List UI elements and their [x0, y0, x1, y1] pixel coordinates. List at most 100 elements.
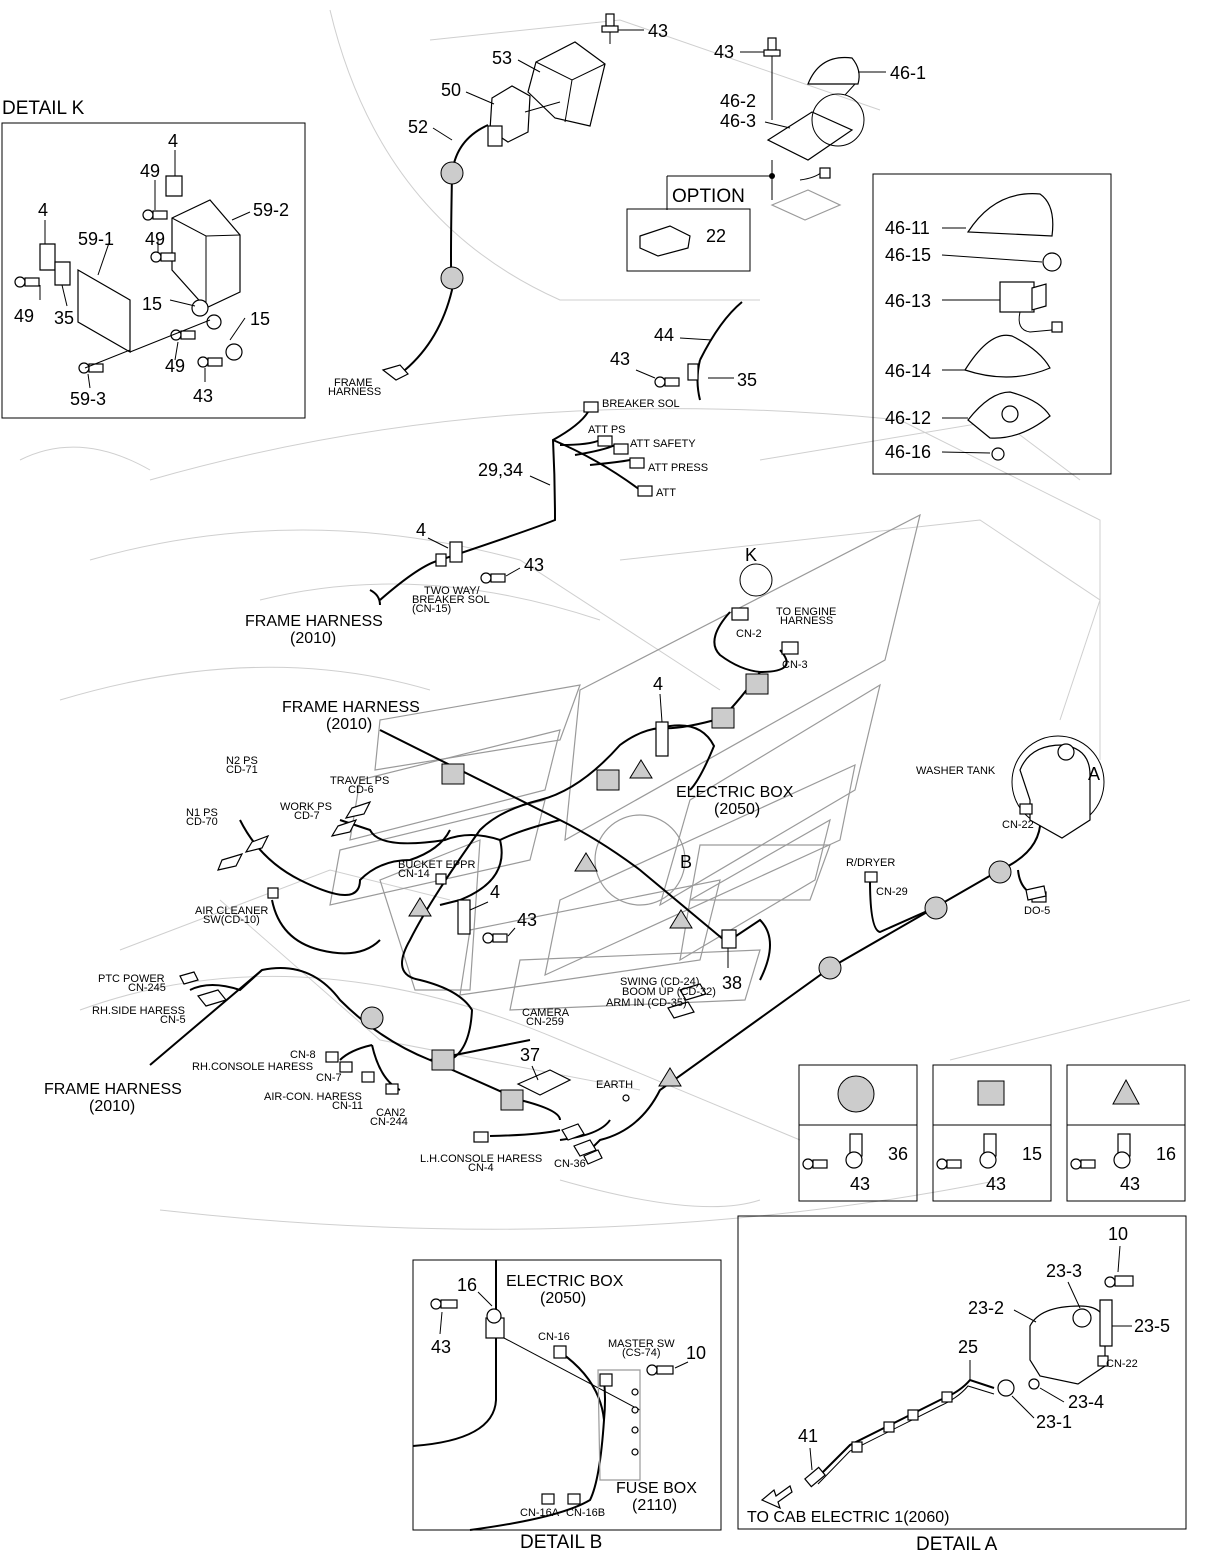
label-23-5: 23-5: [1134, 1316, 1170, 1336]
breaker-sol-label: BREAKER SOL: [602, 398, 680, 410]
beacon-assembly: 43 46-1 46-2 46-3 OPTION 22: [626, 37, 926, 272]
can2-label: CAN2: [376, 1107, 405, 1119]
frame-harness-code-1: (2010): [290, 630, 336, 647]
label-15-k-b: 15: [250, 309, 270, 329]
label-59-3: 59-3: [70, 389, 106, 409]
machine-outline-background: [19, 9, 1191, 1230]
label-43-eppr: 43: [517, 910, 537, 930]
att-safety-label: ATT SAFETY: [630, 438, 696, 450]
cd71-label: CD-71: [226, 764, 258, 776]
legend-43-a: 43: [850, 1174, 870, 1194]
n2-ps-label: N2 PS: [226, 755, 258, 767]
bucket-eppr-label: BUCKET EPPR: [398, 859, 475, 871]
gasket-46-14: [964, 334, 1051, 378]
camera-label: CAMERA: [522, 1007, 570, 1019]
label-23-1: 23-1: [1036, 1412, 1072, 1432]
label-43-att-2: 43: [524, 555, 544, 575]
square-marker-icon: [977, 1080, 1005, 1106]
cn7-console-label: CN-7: [316, 1072, 342, 1084]
aircon-label: AIR-CON. HARESS: [264, 1091, 362, 1103]
label-46-16: 46-16: [885, 442, 931, 462]
detail-b-electric-box-code: (2050): [540, 1290, 586, 1307]
label-43-top-bolt: 43: [648, 21, 668, 41]
cd70-label: CD-70: [186, 816, 218, 828]
cn8-label: CN-8: [290, 1049, 316, 1061]
label-46-15: 46-15: [885, 245, 931, 265]
label-43-att: 43: [610, 349, 630, 369]
label-23-4: 23-4: [1068, 1392, 1104, 1412]
legend-15: 15: [1022, 1144, 1042, 1164]
label-4-eppr: 4: [490, 882, 500, 902]
label-59-1: 59-1: [78, 229, 114, 249]
label-4-att: 4: [416, 520, 426, 540]
label-15-k-a: 15: [142, 294, 162, 314]
label-46-13: 46-13: [885, 291, 931, 311]
legend-16: 16: [1156, 1144, 1176, 1164]
beacon-cover-46-1: [807, 56, 860, 85]
cn16a-label: CN-16A: [520, 1507, 560, 1519]
callout-b: B: [680, 852, 692, 872]
label-41: 41: [798, 1426, 818, 1446]
label-49-k-c: 49: [14, 306, 34, 326]
detail-a-panel: 10 23-3 23-2 23-5 CN-22 23-4 23-1 25 41 …: [737, 1215, 1187, 1555]
two-way-cn15-label: (CN-15): [412, 603, 451, 615]
label-4-k-left: 4: [38, 200, 48, 220]
att-ps-label: ATT PS: [588, 424, 626, 436]
air-cleaner-label: AIR CLEANER: [195, 905, 268, 917]
plate-59-1: [77, 268, 131, 354]
triangle-marker-icon: [1112, 1078, 1140, 1105]
electric-box-code: (2050): [714, 801, 760, 818]
label-10-detail-b: 10: [686, 1343, 706, 1363]
label-49-k-b: 49: [145, 229, 165, 249]
cn22-label: CN-22: [1002, 819, 1034, 831]
label-46-1: 46-1: [890, 63, 926, 83]
cn16-label: CN-16: [538, 1331, 570, 1343]
label-52: 52: [408, 117, 428, 137]
washer-tank-23-2: [1029, 1305, 1106, 1385]
legend-43-b: 43: [986, 1174, 1006, 1194]
cn16b-label: CN-16B: [566, 1507, 605, 1519]
cn11-label: CN-11: [332, 1100, 363, 1112]
option-label: OPTION: [672, 186, 745, 207]
frame-harness-connector-top: [381, 364, 409, 381]
camera-lamp-assembly: 43 53 50 52 FRAME HARNESS: [328, 13, 668, 398]
two-way-breaker-label: BREAKER SOL: [412, 594, 490, 606]
cn29-label: CN-29: [876, 886, 908, 898]
detail-k-panel: DETAIL K: [1, 98, 306, 419]
boom-up-label: BOOM UP (CD-32): [622, 986, 716, 998]
rh-side-label: RH.SIDE HARESS: [92, 1005, 185, 1017]
frame-silhouette: [329, 513, 921, 1011]
earth-label: EARTH: [596, 1079, 633, 1091]
label-53: 53: [492, 48, 512, 68]
cn22-detail-a-label: CN-22: [1106, 1358, 1138, 1370]
arm-in-label: ARM IN (CD-35): [606, 997, 687, 1009]
cn36-label: CN-36: [554, 1158, 586, 1170]
harness-44: [699, 301, 743, 361]
fuse-box-code: (2110): [632, 1497, 677, 1514]
air-cleaner-sw-label: SW(CD-10): [203, 914, 260, 926]
label-43-beacon-bolt: 43: [714, 42, 734, 62]
arrow-to-cab-icon: [760, 1485, 793, 1510]
cn2-label: CN-2: [736, 628, 762, 640]
travel-ps-label: TRAVEL PS: [330, 775, 389, 787]
cn4-label: CN-4: [468, 1162, 494, 1174]
attachment-harness: BREAKER SOL ATT PS ATT SAFETY ATT PRESS …: [245, 301, 757, 647]
ptc-power-label: PTC POWER: [98, 973, 165, 985]
label-23-3: 23-3: [1046, 1261, 1082, 1281]
frame-harness-label-3: FRAME HARNESS: [44, 1081, 182, 1098]
to-engine-harness-label: HARNESS: [780, 615, 833, 627]
cn3-label: CN-3: [782, 659, 808, 671]
label-23-2: 23-2: [968, 1298, 1004, 1318]
lh-console-label: L.H.CONSOLE HARESS: [420, 1153, 542, 1165]
cn5-label: CN-5: [160, 1014, 186, 1026]
label-22: 22: [706, 226, 726, 246]
cn245-label: CN-245: [128, 982, 166, 994]
label-46-14: 46-14: [885, 361, 931, 381]
bracket-22: [639, 225, 691, 257]
swing-label: SWING (CD-24): [620, 976, 699, 988]
label-49-k-a: 49: [140, 161, 160, 181]
detail-b-electric-box: ELECTRIC BOX: [506, 1273, 624, 1290]
label-4-k-top: 4: [168, 131, 178, 151]
label-4-main: 4: [653, 674, 663, 694]
